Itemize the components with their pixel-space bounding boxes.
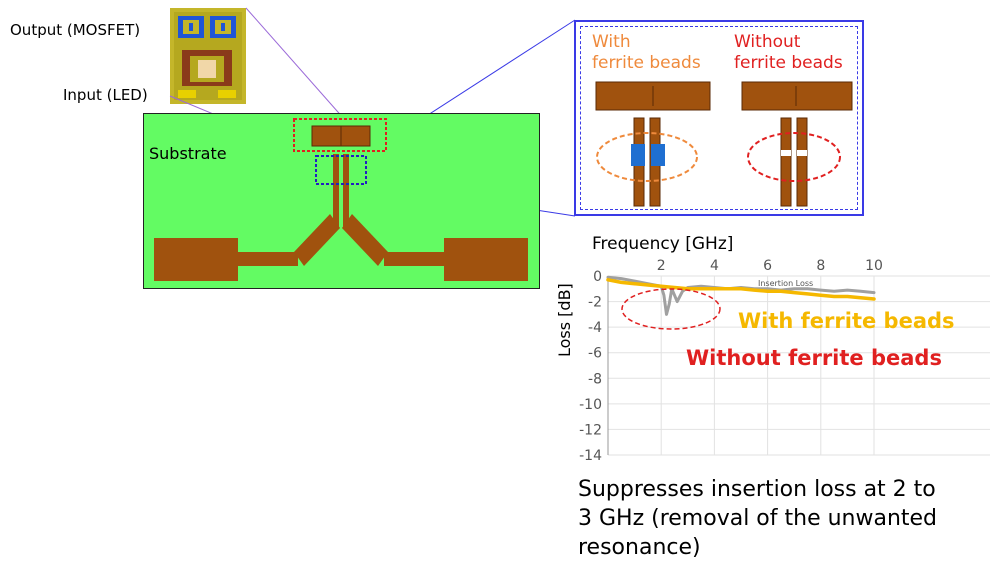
legend-without-beads: Without ferrite beads	[686, 346, 942, 370]
x-axis-label: Frequency [GHz]	[592, 234, 733, 254]
substrate: Substrate	[143, 113, 540, 289]
with-beads-label: With ferrite beads	[592, 32, 701, 73]
without-beads-label: Without ferrite beads	[734, 32, 843, 73]
y-axis-label: Loss [dB]	[555, 283, 574, 357]
series-with-ferrite-beads	[606, 278, 876, 301]
legend-with-beads: With ferrite beads	[738, 309, 955, 333]
y-tick-label: -8	[588, 371, 602, 387]
caption: Suppresses insertion loss at 2 to 3 GHz …	[578, 477, 938, 560]
y-tick-label: -6	[588, 346, 602, 362]
x-tick-label: 10	[865, 258, 883, 274]
x-tick-label: 2	[657, 258, 666, 274]
x-tick-label: 8	[816, 258, 825, 274]
y-tick-label: -12	[579, 422, 602, 438]
resonance-highlight	[621, 288, 721, 330]
y-tick-label: -4	[588, 320, 602, 336]
y-tick-label: -10	[579, 397, 602, 413]
package-image	[170, 8, 246, 104]
output-label: Output (MOSFET)	[10, 21, 141, 39]
y-tick-label: 0	[593, 269, 602, 285]
y-tick-label: -14	[579, 448, 602, 464]
input-label: Input (LED)	[63, 86, 148, 104]
zoom-drawing	[595, 81, 853, 207]
substrate-traces	[154, 118, 528, 281]
zoom-inset: With ferrite beads Without ferrite beads	[574, 20, 864, 216]
substrate-label: Substrate	[149, 144, 227, 163]
x-tick-label: 6	[763, 258, 772, 274]
y-tick-label: -2	[588, 295, 602, 311]
chart-title: Insertion Loss	[758, 279, 813, 288]
zoom-inset-inner-border	[580, 26, 858, 210]
x-tick-label: 4	[710, 258, 719, 274]
